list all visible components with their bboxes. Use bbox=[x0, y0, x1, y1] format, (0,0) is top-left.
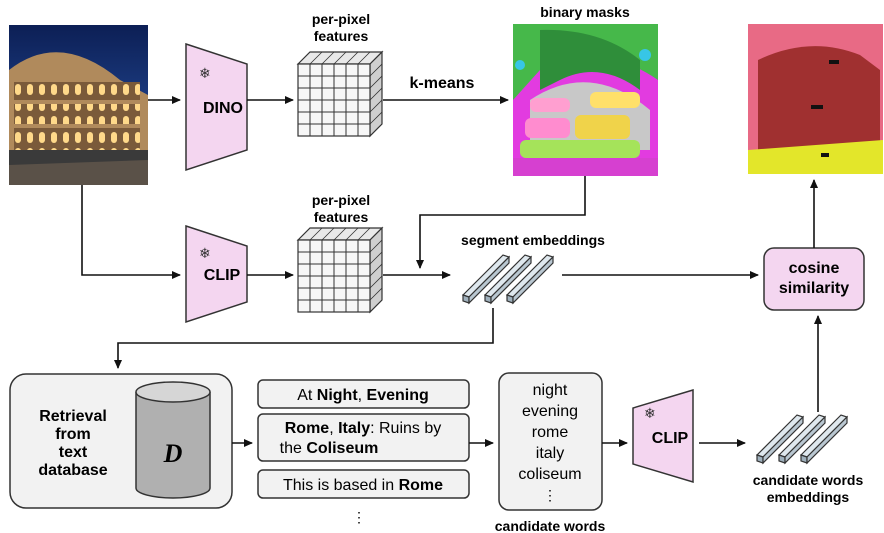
dino-encoder: ❄ DINO bbox=[185, 42, 248, 172]
caption-box bbox=[257, 379, 470, 409]
caption-text: Rome, Italy: Ruins by bbox=[285, 420, 442, 437]
caption-text: This is based in Rome bbox=[283, 477, 443, 494]
snowflake-icon: ❄ bbox=[644, 405, 656, 421]
candidate-words-embeddings bbox=[755, 414, 849, 465]
binary-masks-label: binary masks bbox=[540, 4, 630, 20]
label-mark bbox=[829, 60, 839, 64]
segment-embeddings-label: segment embeddings bbox=[461, 232, 605, 248]
embedding-vector bbox=[483, 254, 533, 305]
kmeans-label: k-means bbox=[410, 75, 475, 92]
embedding-vector bbox=[777, 414, 827, 465]
embedding-vector bbox=[799, 414, 849, 465]
output-segmentation-image bbox=[748, 24, 883, 174]
caption-text: the Coliseum bbox=[280, 440, 379, 457]
caption-text: At Night, Evening bbox=[297, 387, 429, 404]
database-symbol: D bbox=[163, 439, 183, 468]
caption-box bbox=[257, 469, 470, 499]
clip-label: CLIP bbox=[652, 430, 689, 447]
candidate-word: rome bbox=[532, 424, 569, 441]
feature-grid-dino bbox=[296, 50, 384, 138]
arrow bbox=[114, 308, 494, 369]
feature-grid-clip bbox=[296, 226, 384, 314]
candidate-word: italy bbox=[536, 445, 564, 462]
caption-box bbox=[257, 413, 470, 462]
arrow bbox=[416, 176, 586, 269]
label-mark bbox=[821, 153, 829, 157]
candidate-words-box bbox=[498, 372, 603, 511]
connector-arrows bbox=[81, 96, 822, 447]
database-cylinder-icon: D bbox=[135, 381, 211, 499]
arrow bbox=[81, 185, 181, 279]
snowflake-icon: ❄ bbox=[199, 245, 211, 261]
snowflake-icon: ❄ bbox=[199, 65, 211, 81]
clip-image-encoder: ❄ CLIP bbox=[185, 224, 248, 324]
candidate-words-list: night evening rome italy coliseum ⋮ bbox=[518, 382, 581, 503]
clip-label: CLIP bbox=[204, 267, 241, 284]
input-image-colosseum bbox=[9, 25, 148, 185]
label-mark bbox=[811, 105, 823, 109]
words-more-ellipsis: ⋮ bbox=[543, 487, 557, 503]
candidate-word: evening bbox=[522, 403, 578, 420]
captions-more-ellipsis: ⋮ bbox=[352, 509, 366, 525]
embedding-vector bbox=[505, 254, 555, 305]
candidate-words-label: candidate words bbox=[495, 518, 606, 533]
binary-masks-image bbox=[513, 24, 658, 176]
embedding-vector bbox=[755, 414, 805, 465]
clip-text-encoder: ❄ CLIP bbox=[632, 388, 694, 484]
segment-embeddings bbox=[461, 254, 555, 305]
candidate-word: night bbox=[533, 382, 568, 399]
embedding-vector bbox=[461, 254, 511, 305]
candidate-word: coliseum bbox=[518, 466, 581, 483]
dino-label: DINO bbox=[203, 100, 243, 117]
